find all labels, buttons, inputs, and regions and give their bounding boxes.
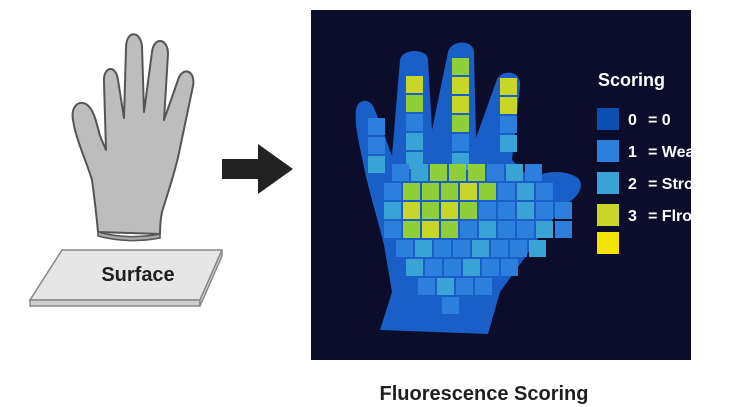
score-cell — [437, 278, 454, 295]
score-cell — [425, 259, 442, 276]
score-cell — [368, 137, 385, 154]
score-cell — [449, 164, 466, 181]
score-cell — [555, 202, 572, 219]
score-cell — [430, 164, 447, 181]
score-cell — [525, 164, 542, 181]
score-cell — [500, 135, 517, 152]
score-cell — [396, 240, 413, 257]
score-cell-grid — [368, 58, 572, 314]
score-cell — [482, 259, 499, 276]
score-cell — [479, 183, 496, 200]
score-cell — [475, 278, 492, 295]
score-cell — [384, 221, 401, 238]
score-cell — [441, 202, 458, 219]
score-cell — [517, 183, 534, 200]
score-cell — [491, 240, 508, 257]
score-cell — [456, 278, 473, 295]
scoring-legend: Scoring 0 = 0 1 = Weak 2 = Strong 3 = Fl… — [597, 70, 716, 254]
score-cell — [452, 77, 469, 94]
score-cell — [406, 259, 423, 276]
score-cell — [368, 118, 385, 135]
glove-icon — [71, 33, 195, 235]
score-cell — [506, 164, 523, 181]
score-cell — [406, 133, 423, 150]
score-cell — [422, 183, 439, 200]
legend-swatch-4 — [597, 232, 619, 254]
score-cell — [498, 221, 515, 238]
legend-title: Scoring — [598, 70, 665, 90]
score-cell — [441, 221, 458, 238]
score-cell — [500, 78, 517, 95]
legend-score-3: 3 — [628, 208, 637, 225]
score-cell — [460, 183, 477, 200]
score-cell — [460, 202, 477, 219]
score-cell — [434, 240, 451, 257]
score-cell — [452, 58, 469, 75]
surface-plate-edge — [199, 249, 223, 307]
legend-swatch-3 — [597, 204, 619, 226]
fluorescence-panel: Scoring 0 = 0 1 = Weak 2 = Strong 3 = Fl… — [311, 10, 716, 360]
legend-text-3: = Flroom — [648, 208, 716, 225]
score-cell — [452, 115, 469, 132]
score-cell — [479, 221, 496, 238]
score-cell — [368, 156, 385, 173]
score-cell — [403, 183, 420, 200]
score-cell — [406, 95, 423, 112]
score-cell — [529, 240, 546, 257]
score-cell — [498, 183, 515, 200]
score-cell — [517, 221, 534, 238]
arrow-icon — [222, 144, 293, 194]
score-cell — [403, 202, 420, 219]
score-cell — [418, 278, 435, 295]
glove-cuff — [97, 231, 161, 242]
score-cell — [468, 164, 485, 181]
score-cell — [500, 97, 517, 114]
score-cell — [444, 259, 461, 276]
score-cell — [555, 221, 572, 238]
legend-text-0: = 0 — [648, 112, 671, 129]
score-cell — [392, 164, 409, 181]
score-cell — [460, 221, 477, 238]
score-cell — [441, 183, 458, 200]
score-cell — [422, 202, 439, 219]
legend-text-1: = Weak — [648, 144, 703, 161]
score-cell — [517, 202, 534, 219]
score-cell — [536, 221, 553, 238]
legend-swatch-0 — [597, 108, 619, 130]
score-cell — [500, 116, 517, 133]
surface-plate-side — [29, 299, 201, 307]
score-cell — [384, 183, 401, 200]
score-cell — [422, 221, 439, 238]
legend-score-2: 2 — [628, 176, 637, 193]
score-cell — [415, 240, 432, 257]
score-cell — [384, 202, 401, 219]
glove-illustration: Surface — [28, 33, 224, 307]
score-cell — [501, 259, 518, 276]
score-cell — [536, 202, 553, 219]
score-cell — [536, 183, 553, 200]
score-cell — [406, 76, 423, 93]
score-cell — [452, 96, 469, 113]
score-cell — [453, 240, 470, 257]
legend-score-0: 0 — [628, 112, 637, 129]
score-cell — [472, 240, 489, 257]
legend-swatch-2 — [597, 172, 619, 194]
legend-swatch-1 — [597, 140, 619, 162]
score-cell — [463, 259, 480, 276]
legend-text-2: = Strong — [648, 176, 713, 193]
surface-label: Surface — [101, 264, 174, 286]
score-cell — [510, 240, 527, 257]
score-cell — [498, 202, 515, 219]
score-cell — [411, 164, 428, 181]
score-cell — [452, 134, 469, 151]
figure-caption: Fluorescence Scoring — [380, 383, 589, 405]
score-cell — [487, 164, 504, 181]
score-cell — [479, 202, 496, 219]
score-cell — [442, 297, 459, 314]
score-cell — [403, 221, 420, 238]
legend-score-1: 1 — [628, 144, 637, 161]
score-cell — [406, 114, 423, 131]
